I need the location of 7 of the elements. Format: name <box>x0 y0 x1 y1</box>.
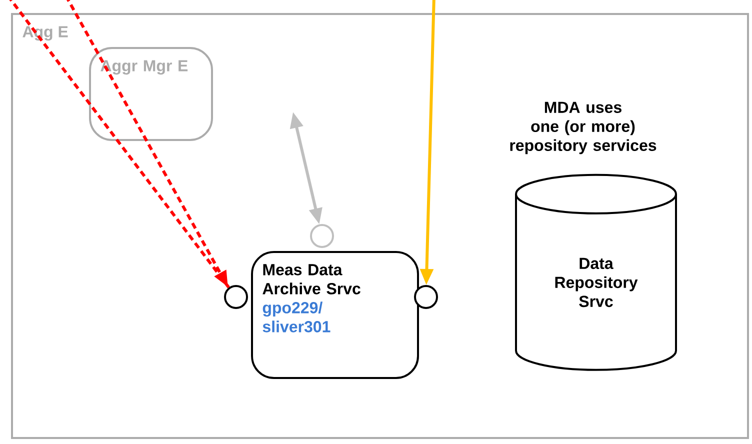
note-text: MDA uses one (or more) repository services <box>510 102 656 154</box>
port-circle <box>310 224 334 248</box>
database-cylinder: Data Repository Srvc <box>515 174 677 371</box>
port-circle <box>414 285 438 309</box>
service-box: Meas Data Archive Srvc gpo229/ sliver301 <box>251 251 419 379</box>
dashed-arrow <box>6 0 230 289</box>
port-circle <box>224 285 248 309</box>
